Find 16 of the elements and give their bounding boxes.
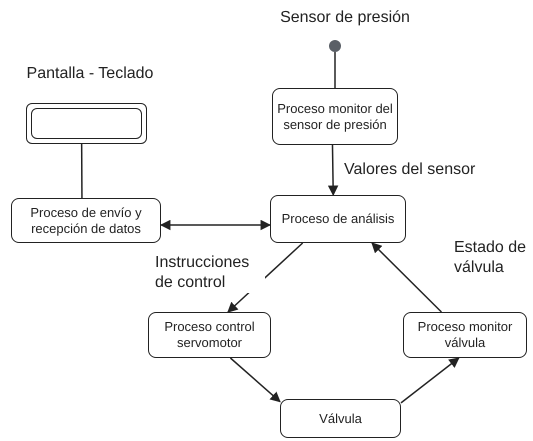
arrow	[400, 357, 460, 404]
arrow	[230, 357, 281, 402]
node-heading: Sensor de presión	[279, 8, 411, 28]
node-heading: Pantalla - Teclado	[26, 64, 154, 84]
process-box: Proceso monitor válvula	[403, 312, 527, 358]
connector-line	[334, 52, 336, 88]
connector-line	[80, 144, 83, 198]
arrow	[160, 220, 272, 230]
process-box: Proceso de envío y recepción de datos	[11, 198, 161, 243]
process-box: Proceso control servomotor	[148, 312, 271, 358]
arrow	[371, 242, 442, 313]
process-box: Proceso de análisis	[270, 195, 406, 243]
edge-label: Instrucciones de control	[153, 253, 265, 293]
process-box: Proceso monitor del sensor de presión	[272, 88, 398, 145]
arrow	[328, 144, 338, 196]
process-box: Válvula	[280, 399, 401, 438]
